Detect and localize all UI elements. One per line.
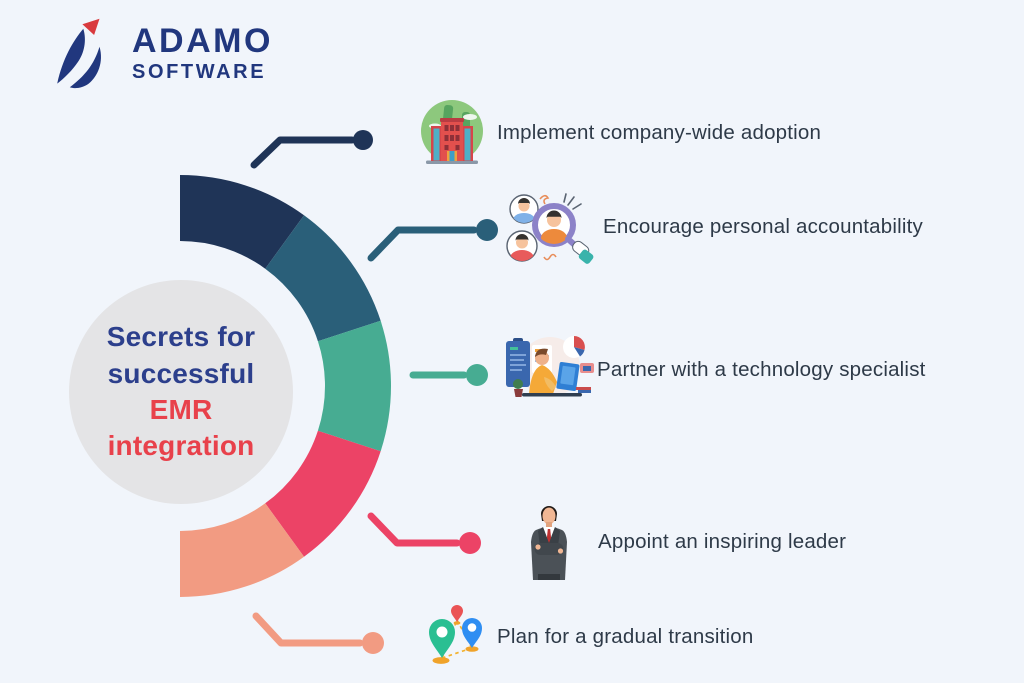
- magnifier-people-icon: [506, 193, 594, 264]
- center-title-circle: Secrets for successful EMR integration: [69, 280, 293, 504]
- building-icon: [421, 100, 483, 164]
- title-line-4: integration: [107, 430, 255, 462]
- donut-segment-leader: [265, 430, 381, 557]
- adamo-logo: ADAMO SOFTWARE: [50, 14, 273, 92]
- callout-label-leader: Appoint an inspiring leader: [598, 530, 847, 553]
- logo-brand-text: ADAMO: [132, 22, 273, 60]
- donut-segment-transition: [180, 503, 305, 597]
- adamo-logo-icon: [57, 18, 101, 89]
- callout-line-specialist: [409, 364, 488, 386]
- callout-label-specialist: Partner with a technology specialist: [597, 358, 926, 381]
- donut-segment-adoption: [180, 175, 305, 269]
- title-line-2: successful: [107, 357, 255, 389]
- logo-sub-text: SOFTWARE: [132, 61, 267, 83]
- callout-line-transition: [252, 612, 384, 654]
- callout-label-accountability: Encourage personal accountability: [603, 215, 923, 238]
- title-line-1: Secrets for: [106, 321, 256, 353]
- callout-line-leader: [367, 512, 481, 554]
- callout-label-transition: Plan for a gradual transition: [497, 625, 754, 648]
- callout-label-adoption: Implement company-wide adoption: [497, 121, 822, 144]
- emr-half-donut: [180, 175, 391, 597]
- title-line-3: EMR: [149, 394, 213, 425]
- tech-specialist-icon: [506, 336, 594, 397]
- donut-segment-accountability: [265, 215, 381, 342]
- callout-line-adoption: [250, 130, 373, 169]
- map-pins-icon: [429, 605, 482, 664]
- callout-line-accountability: [367, 219, 498, 262]
- businessman-icon: [531, 506, 567, 580]
- donut-segment-specialist: [317, 320, 391, 452]
